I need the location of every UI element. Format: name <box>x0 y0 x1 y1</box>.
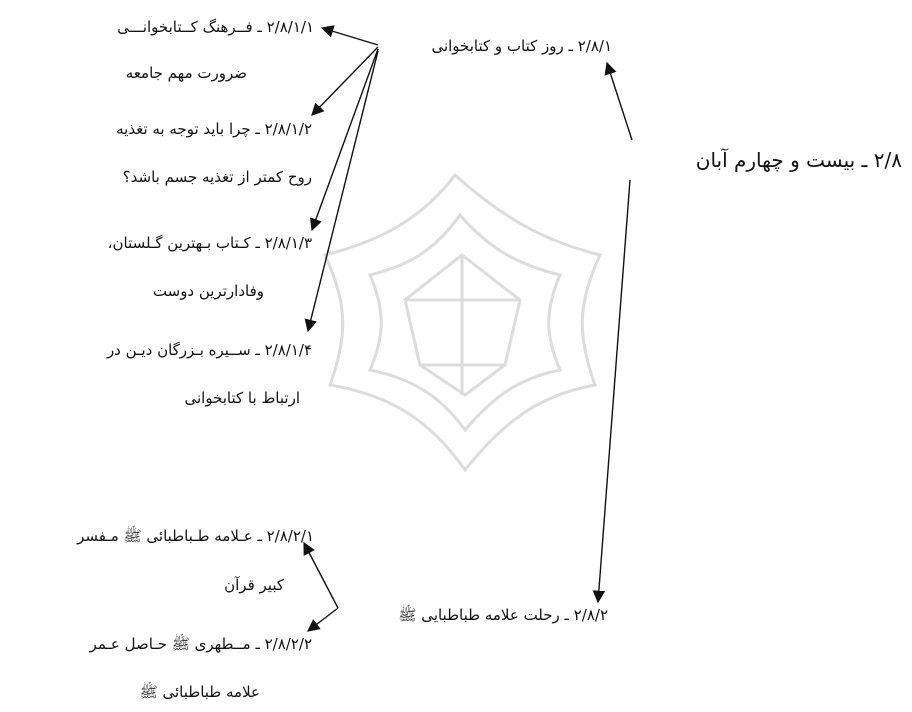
child-6-line2: علامه طباطبائی ﷺ <box>139 683 260 701</box>
child-3-line2: وفادارترین دوست <box>152 282 264 300</box>
child-1-line1: ۲/۸/۱/۱ ـ فــرهنگ کــتابخوانـــی <box>117 18 314 36</box>
branch-node-book-day: ۲/۸/۱ ـ روز کتاب و کتابخوانی <box>431 37 612 55</box>
connector-b2-c2 <box>307 607 339 632</box>
root-node: ۲/۸ ـ بیست و چهارم آبان <box>695 148 902 172</box>
child-4-line2: ارتباط با کتابخوانی <box>184 389 300 407</box>
watermark-star-icon <box>322 172 603 473</box>
child-4-line1: ۲/۸/۱/۴ ـ ســیره بـزرگان دیـن در <box>106 341 312 359</box>
child-1-line2: ضرورت مهم جامعه <box>125 64 247 82</box>
child-5-line2: کبیر قرآن <box>224 576 284 594</box>
connector-b1-c2 <box>311 46 379 116</box>
connector-b1-c4 <box>304 50 379 333</box>
connector-b1-c3 <box>309 48 379 232</box>
child-6-line1: ۲/۸/۲/۲ ـ مــطهری ﷺ حـاصل عـمر <box>89 635 312 653</box>
branch-node-tabatabai: ۲/۸/۲ ـ رحلت علامه طباطبایی ﷺ <box>398 606 608 624</box>
connector-root-branch2 <box>592 179 631 604</box>
child-3-line1: ۲/۸/۱/۳ ـ کـتاب بـهترین گـلستان، <box>107 234 312 252</box>
connector-root-branch1 <box>604 61 633 141</box>
child-5-line1: ۲/۸/۲/۱ ـ عـلامه طـباطبائی ﷺ مـفسر <box>77 527 314 545</box>
child-2-line2: روح کمتر از تغذیه جسم باشد؟ <box>122 168 312 186</box>
connector-b2-c1 <box>303 541 339 609</box>
child-2-line1: ۲/۸/۱/۲ ـ چرا باید توجه به تغذیه <box>116 120 312 138</box>
connector-b1-c1 <box>320 25 379 46</box>
